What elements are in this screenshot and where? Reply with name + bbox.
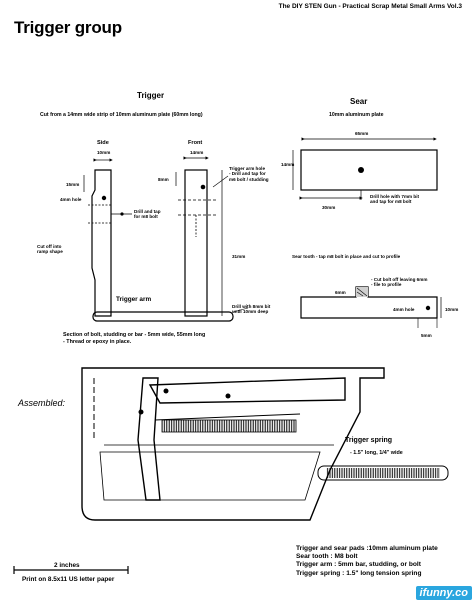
front-label: Front <box>188 140 203 146</box>
assembled-label: Assembled: <box>18 398 66 408</box>
materials-notes: Trigger and sear pads :10mm aluminum pla… <box>296 545 438 578</box>
sear-heading: Sear <box>350 97 368 106</box>
arm-section-note: Section of bolt, studding or bar - 5mm w… <box>63 332 206 345</box>
side-width-label: 10mm <box>97 150 111 155</box>
front-width-label: 14mm <box>190 150 204 155</box>
dim-65mm-label: 65mm <box>355 131 369 136</box>
note-line: Trigger and sear pads :10mm aluminum pla… <box>296 545 438 552</box>
trigger-spring-heading: Trigger spring <box>345 437 393 444</box>
side-label: Side <box>97 140 109 146</box>
watermark: ifunny.co <box>415 586 472 600</box>
note-line: Trigger spring : 1.5" long tension sprin… <box>296 569 422 577</box>
sear-plate-drawing <box>292 137 438 200</box>
trigger-side-view <box>83 158 132 317</box>
trigger-spring-drawing <box>317 465 449 481</box>
dim-31mm-label: 31mm <box>232 254 246 259</box>
trigger-front-view <box>175 156 229 317</box>
dim-14mm-label: 14mm <box>281 162 295 167</box>
dim-5mm-label: 5mm <box>421 333 432 338</box>
cut-bolt-note: - Cut bolt off leaving 6mm- file to prof… <box>371 277 428 288</box>
trigger-spring-spec: - 1.5" long, 1/4" wide <box>350 450 403 456</box>
dim-10mm-label: 10mm <box>445 307 459 312</box>
scale-label: 2 inches <box>54 562 80 569</box>
trigger-arm-heading: Trigger arm <box>116 296 152 303</box>
trigger-cut-note: Cut from a 14mm wide strip of 10mm alumi… <box>40 112 203 118</box>
sear-side-drawing <box>300 286 442 328</box>
dim-15mm-label: 15mm <box>66 182 80 187</box>
sear-4mm-hole-label: 4mm hole <box>393 307 415 312</box>
scale-bar <box>13 566 129 574</box>
print-note: Print on 8.5x11 US letter paper <box>22 576 115 583</box>
page-title: Trigger group <box>14 18 122 37</box>
book-title: The DIY STEN Gun - Practical Scrap Metal… <box>278 3 462 10</box>
dim-8mm-label: 8mm <box>158 177 169 182</box>
dim-30mm-label: 30mm <box>322 205 336 210</box>
sear-subtitle: 10mm aluminum plate <box>329 112 384 118</box>
trigger-arm-drawing <box>92 307 249 322</box>
sear-tooth-note: Sear tooth - tap m8 bolt in place and cu… <box>292 254 401 259</box>
dim-6mm-label: 6mm <box>335 290 346 295</box>
dim-4mm-hole-label: 4mm hole <box>60 197 82 202</box>
assembled-drawing <box>81 367 385 521</box>
trigger-heading: Trigger <box>137 91 165 100</box>
note-line: Sear tooth : M8 bolt <box>296 553 358 561</box>
note-line: Trigger arm : 5mm bar, studding, or bolt <box>296 561 421 569</box>
